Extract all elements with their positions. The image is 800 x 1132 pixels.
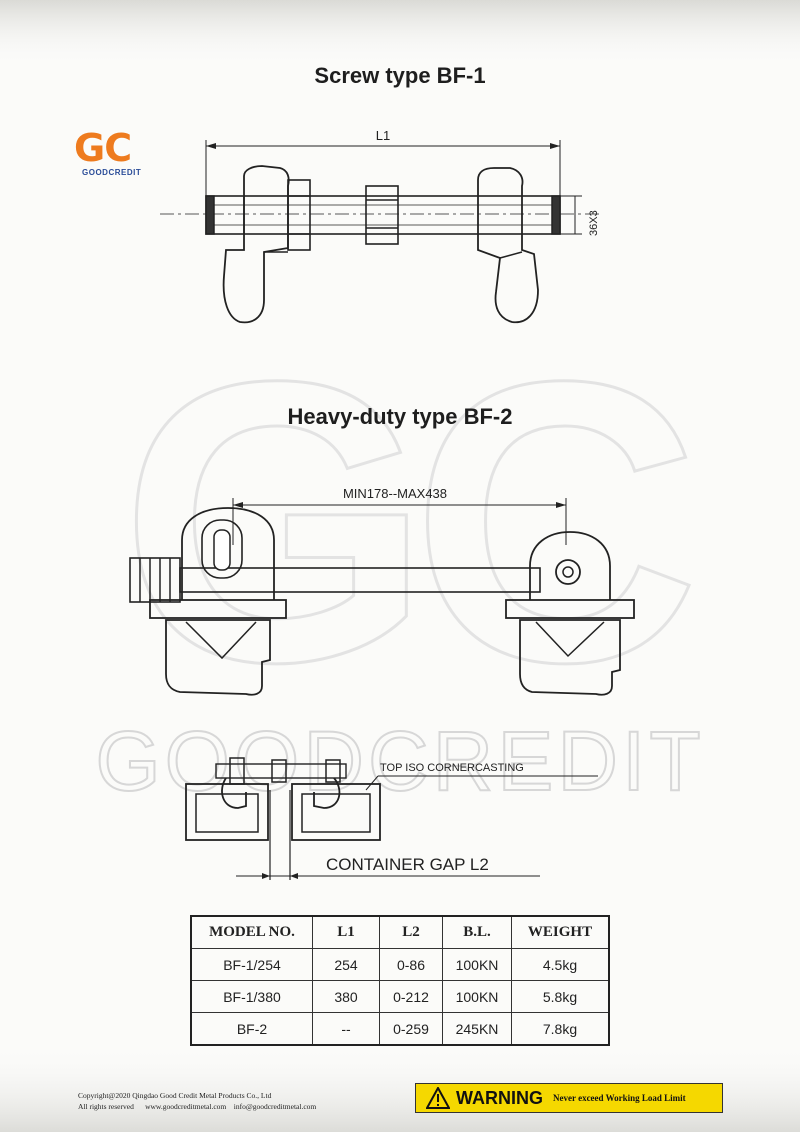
- dim-l1: L1: [376, 128, 390, 143]
- table-row: BF-2 -- 0-259 245KN 7.8kg: [190, 1012, 610, 1046]
- cell-l2: 0-259: [379, 1012, 443, 1046]
- cell-bl: 245KN: [442, 1012, 512, 1046]
- cell-l1: 254: [312, 948, 380, 981]
- col-weight: WEIGHT: [511, 915, 610, 949]
- warning-label: WARNING: [456, 1087, 543, 1108]
- cell-model: BF-1/380: [190, 980, 313, 1013]
- cell-weight: 5.8kg: [511, 980, 610, 1013]
- table-row: BF-1/254 254 0-86 100KN 4.5kg: [190, 948, 610, 981]
- footer-website[interactable]: www.goodcreditmetal.com: [145, 1102, 227, 1111]
- cell-l1: 380: [312, 980, 380, 1013]
- watermark-text: GOODCREDIT: [95, 714, 704, 808]
- footer-rights: All rights reserved: [78, 1102, 134, 1111]
- logo-mark: GC: [74, 126, 132, 170]
- cell-bl: 100KN: [442, 948, 512, 981]
- col-l2: L2: [379, 915, 443, 949]
- cell-weight: 4.5kg: [511, 948, 610, 981]
- col-bl: B.L.: [442, 915, 512, 949]
- col-model: MODEL NO.: [190, 915, 313, 949]
- footer-email[interactable]: info@goodcreditmetal.com: [233, 1102, 317, 1111]
- logo-text: GOODCREDIT: [82, 168, 142, 177]
- dim-corner-casting: TOP ISO CORNERCASTING: [380, 762, 524, 774]
- warning-icon: [426, 1087, 450, 1109]
- table-header-row: MODEL NO. L1 L2 B.L. WEIGHT: [190, 915, 610, 949]
- cell-l1: --: [312, 1012, 380, 1046]
- warning-message: Never exceed Working Load Limit: [553, 1093, 686, 1103]
- cell-l2: 0-212: [379, 980, 443, 1013]
- footer-copyright: Copyright@2020 Qingdao Good Credit Metal…: [78, 1091, 272, 1100]
- cell-bl: 100KN: [442, 980, 512, 1013]
- title-bf2: Heavy-duty type BF-2: [287, 404, 513, 429]
- spec-table: MODEL NO. L1 L2 B.L. WEIGHT BF-1/254 254…: [190, 915, 610, 1046]
- cell-model: BF-1/254: [190, 948, 313, 981]
- dim-thread: 36X3: [588, 210, 600, 236]
- footer: Copyright@2020 Qingdao Good Credit Metal…: [78, 1090, 316, 1112]
- brand-logo: GC GOODCREDIT: [74, 128, 144, 177]
- footer-contact: All rights reserved www.goodcreditmetal.…: [78, 1101, 316, 1112]
- warning-banner: WARNING Never exceed Working Load Limit: [415, 1083, 723, 1113]
- cell-model: BF-2: [190, 1012, 313, 1046]
- title-bf1: Screw type BF-1: [314, 63, 486, 88]
- table-row: BF-1/380 380 0-212 100KN 5.8kg: [190, 980, 610, 1013]
- dim-container-gap: CONTAINER GAP L2: [326, 855, 489, 874]
- cell-weight: 7.8kg: [511, 1012, 610, 1046]
- cell-l2: 0-86: [379, 948, 443, 981]
- dim-range: MIN178--MAX438: [343, 486, 447, 501]
- col-l1: L1: [312, 915, 380, 949]
